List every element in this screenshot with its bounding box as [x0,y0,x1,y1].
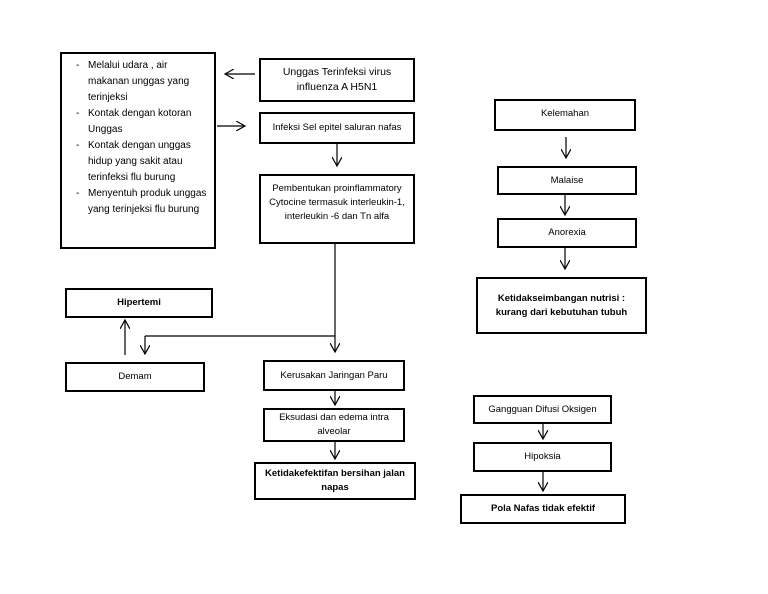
node-anorexia: Anorexia [497,218,637,248]
transmission-item: Kontak dengan unggas hidup yang sakit at… [76,138,208,186]
transmission-list-box: Melalui udara , air makanan unggas yang … [60,52,216,249]
node-pembentukan-cytocine: Pembentukan proinflammatory Cytocine ter… [259,174,415,244]
transmission-list: Melalui udara , air makanan unggas yang … [76,58,208,218]
transmission-item: Kontak dengan kotoran Unggas [76,106,208,138]
node-kelemahan: Kelemahan [494,99,636,131]
node-kerusakan-jaringan-paru: Kerusakan Jaringan Paru [263,360,405,391]
node-infeksi-sel-epitel: Infeksi Sel epitel saluran nafas [259,112,415,144]
node-hipoksia: Hipoksia [473,442,612,472]
node-gangguan-difusi: Gangguan Difusi Oksigen [473,395,612,424]
node-ketidakefektifan-bersihan: Ketidakefektifan bersihan jalan napas [254,462,416,500]
node-malaise: Malaise [497,166,637,195]
transmission-item: Melalui udara , air makanan unggas yang … [76,58,208,106]
node-unggas-terinfeksi: Unggas Terinfeksi virus influenza A H5N1 [259,58,415,102]
node-pola-nafas: Pola Nafas tidak efektif [460,494,626,524]
transmission-item: Menyentuh produk unggas yang terinjeksi … [76,186,208,218]
node-demam: Demam [65,362,205,392]
node-ketidakseimbangan-nutrisi: Ketidakseimbangan nutrisi : kurang dari … [476,277,647,334]
node-hipertemi: Hipertemi [65,288,213,318]
node-eksudasi-edema: Eksudasi dan edema intra alveolar [263,408,405,442]
